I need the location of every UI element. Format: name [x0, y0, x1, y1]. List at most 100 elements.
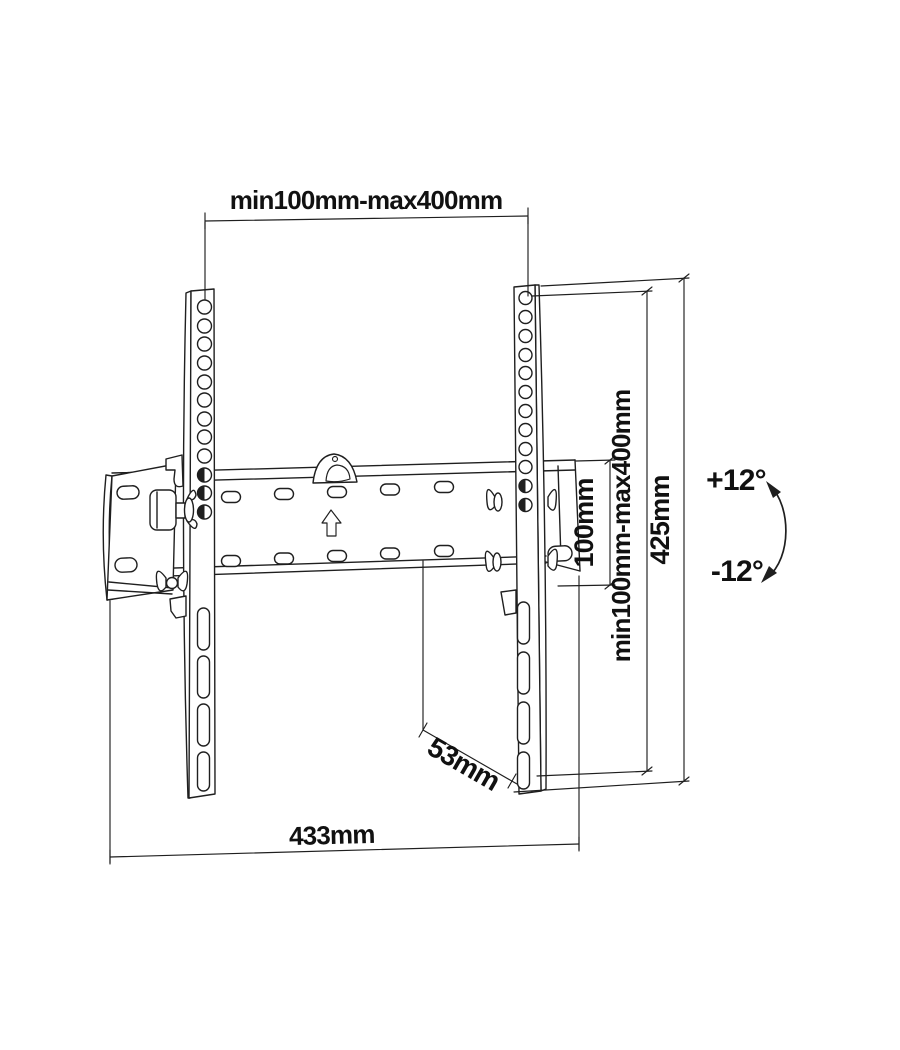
mounting-hole	[196, 448, 213, 464]
vesa-height-label: min100mm-max400mm	[606, 390, 636, 663]
end-tick	[678, 776, 690, 786]
mounting-hole	[518, 309, 533, 325]
dimension-line	[109, 843, 580, 858]
wall-plate-slots-top-row	[220, 480, 455, 504]
rail-slot	[196, 655, 211, 699]
wing-nut-hub	[492, 552, 502, 572]
dimension-plate-width-433mm: 433mm	[109, 575, 580, 865]
tension-knob-assembly	[149, 489, 198, 531]
level-clip-opening	[325, 464, 351, 483]
dimension-bracket-height-425mm: 425mm	[513, 273, 690, 793]
mounting-hole	[518, 290, 533, 306]
wall-plate-bottom-edge	[111, 562, 547, 579]
rail-slot	[516, 751, 531, 790]
mounting-hole	[196, 299, 213, 315]
plate-slot	[433, 544, 455, 558]
hole-shadow	[197, 486, 205, 500]
dimension-line	[204, 215, 529, 222]
extension-line	[557, 584, 616, 587]
rail-slot	[516, 651, 531, 695]
end-cap-bottom-line2	[107, 589, 173, 595]
right-rail-slots	[516, 601, 531, 790]
rail-slot	[196, 607, 211, 651]
tension-knob	[149, 489, 177, 531]
extension-line	[575, 459, 616, 462]
end-tick	[641, 286, 653, 296]
end-tick	[418, 722, 428, 738]
tilt-arrow-head-up	[766, 481, 781, 498]
level-clip-dome	[312, 453, 358, 484]
plate-height-label: 100mm	[569, 478, 599, 567]
plate-width-label: 433mm	[289, 819, 375, 851]
mounting-hole	[518, 328, 533, 344]
mounting-hole	[518, 347, 533, 363]
mounting-hole	[196, 318, 213, 334]
extension-line	[513, 780, 690, 793]
extension-line	[536, 770, 653, 777]
rail-slot	[196, 703, 211, 747]
rail-slot	[196, 751, 211, 792]
left-lower-wing-nut	[155, 570, 189, 592]
mounting-hole	[518, 384, 533, 400]
mounting-hole	[196, 355, 213, 371]
plate-slot	[379, 547, 401, 560]
hole-shadow	[197, 505, 205, 519]
end-tick	[604, 455, 616, 465]
dimension-line	[422, 729, 518, 785]
mounting-hole	[518, 459, 533, 475]
plate-slot	[326, 485, 348, 499]
wing-nut-petal	[177, 570, 189, 592]
plate-slot	[220, 554, 242, 568]
left-rail-tab	[169, 595, 187, 619]
plate-slot	[273, 552, 295, 565]
mounting-hole	[196, 374, 213, 390]
rail-slot	[516, 701, 531, 745]
rail-slot	[516, 601, 531, 645]
wing-nut-petal	[547, 489, 558, 511]
extension-line	[531, 290, 653, 297]
end-cap-slot-top	[116, 485, 140, 500]
up-arrow-icon	[321, 509, 342, 537]
mounting-hole	[518, 403, 533, 419]
hole-shadow	[519, 498, 526, 512]
plate-slot	[273, 487, 295, 501]
end-tick	[604, 580, 616, 590]
wing-nut-hub	[493, 492, 503, 512]
right-rail-flange	[534, 284, 547, 792]
right-rail-mounting-holes	[518, 290, 533, 513]
wall-plate-right-fold	[557, 465, 562, 561]
tilt-up-label: +12°	[706, 464, 766, 497]
right-rail-wing-nuts	[484, 489, 558, 572]
tilt-arrow-head-down	[761, 566, 777, 583]
wing-nut-hub	[165, 576, 179, 590]
wing-nut-petal	[484, 550, 495, 572]
right-vesa-rail	[500, 284, 547, 795]
tilt-down-label: -12°	[711, 555, 763, 588]
right-rail-tab	[500, 589, 517, 616]
plate-slot	[326, 549, 348, 563]
extension-line	[540, 277, 690, 287]
plate-slot	[433, 480, 455, 494]
dimension-plate-height-100mm: 100mm	[557, 455, 616, 590]
plate-slot	[379, 483, 401, 496]
wall-plate-slots-bottom-row	[220, 544, 455, 568]
mounting-hole	[196, 429, 213, 445]
level-clip-icon	[312, 453, 358, 484]
mounting-hole	[518, 441, 533, 457]
mounting-hole	[196, 411, 213, 427]
knob-neck	[175, 502, 186, 519]
tilt-annotation: +12° -12°	[706, 464, 787, 588]
mounting-hole	[518, 422, 533, 438]
hole-shadow	[519, 479, 526, 493]
hole-shadow	[197, 468, 205, 482]
bracket-height-label: 425mm	[645, 475, 675, 564]
dimension-vesa-height: min100mm-max400mm	[531, 286, 653, 777]
left-rail-slots	[196, 607, 211, 792]
plate-slot	[220, 490, 242, 504]
tilt-arc-arrow-icon	[766, 486, 787, 579]
mounting-hole	[518, 365, 533, 381]
level-clip-pin	[331, 455, 339, 463]
mounting-hole	[196, 336, 213, 352]
